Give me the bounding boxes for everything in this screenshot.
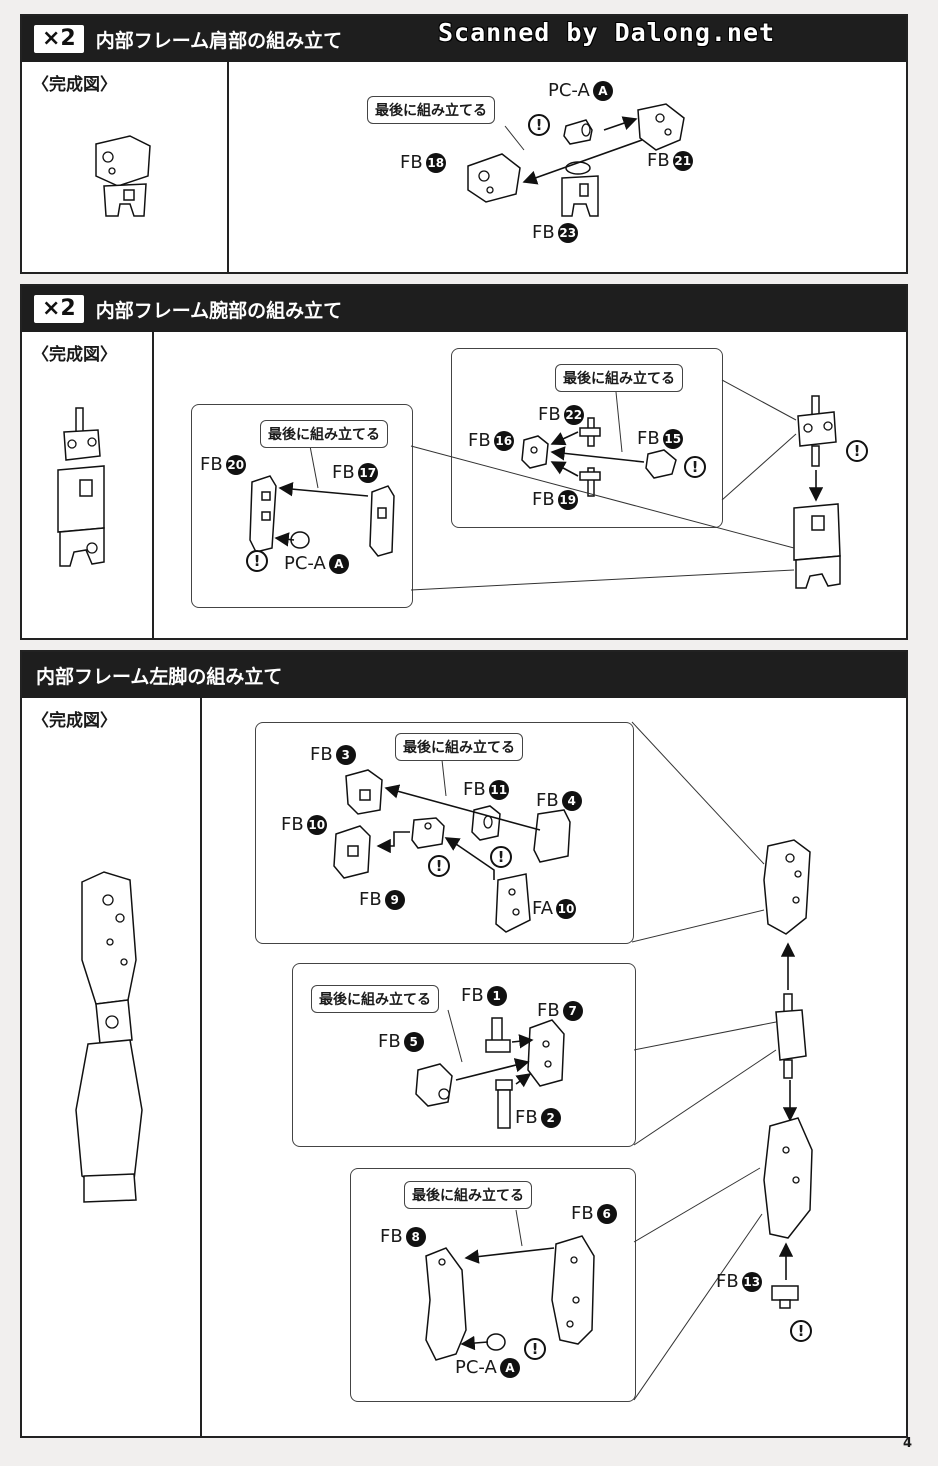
build-last-callout: 最後に組み立てる [395, 733, 523, 761]
shoulder-exploded-drawing [467, 103, 685, 217]
build-last-callout: 最後に組み立てる [404, 1181, 532, 1209]
shoulder-complete-drawing [95, 135, 151, 217]
shoulder-section-header: ×2 内部フレーム肩部の組み立て [22, 16, 906, 62]
leg-bottom-panel-drawing [425, 1209, 595, 1361]
completed-view-panel: 〈完成図〉 [22, 332, 154, 638]
leg-middle-panel-drawing [415, 1009, 565, 1129]
shoulder-assembly-section: ×2 内部フレーム肩部の組み立て 〈完成図〉 [20, 14, 908, 274]
warning-icon: ! [790, 1320, 812, 1342]
arm-left-panel-drawing [249, 445, 395, 557]
build-last-callout: 最後に組み立てる [260, 420, 388, 448]
quantity-badge: ×2 [34, 25, 84, 53]
warning-icon: ! [490, 846, 512, 868]
section-title: 内部フレーム左脚の組み立て [36, 665, 283, 688]
build-last-callout: 最後に組み立てる [555, 364, 683, 392]
warning-icon: ! [524, 1338, 546, 1360]
warning-icon: ! [684, 456, 706, 478]
arm-complete-drawing [57, 407, 105, 567]
leg-complete-drawing [75, 871, 143, 1203]
page-number: 4 [902, 1436, 912, 1451]
leg-side-assembly-drawing [631, 721, 813, 1401]
leg-top-panel-drawing [333, 759, 571, 933]
completed-view-label: 〈完成図〉 [32, 345, 117, 365]
scan-watermark: Scanned by Dalong.net [438, 18, 776, 47]
completed-view-label: 〈完成図〉 [32, 711, 117, 731]
arm-assembly-section: ×2 内部フレーム腕部の組み立て 〈完成図〉 [20, 284, 908, 640]
arm-section-header: ×2 内部フレーム腕部の組み立て [22, 286, 906, 332]
section-title: 内部フレーム肩部の組み立て [95, 29, 343, 52]
build-last-callout: 最後に組み立てる [367, 96, 495, 124]
quantity-badge: ×2 [34, 295, 84, 323]
warning-icon: ! [246, 550, 268, 572]
warning-icon: ! [846, 440, 868, 462]
warning-icon: ! [528, 114, 550, 136]
build-last-callout: 最後に組み立てる [311, 985, 439, 1013]
leg-section-header: 内部フレーム左脚の組み立て [22, 652, 906, 698]
warning-icon: ! [428, 855, 450, 877]
arm-side-assembly-drawing [410, 379, 841, 591]
section-title: 内部フレーム腕部の組み立て [95, 299, 343, 322]
completed-view-panel: 〈完成図〉 [22, 62, 229, 272]
arm-right-panel-drawing [521, 391, 677, 497]
completed-view-panel: 〈完成図〉 [22, 698, 202, 1436]
completed-view-label: 〈完成図〉 [32, 75, 117, 95]
